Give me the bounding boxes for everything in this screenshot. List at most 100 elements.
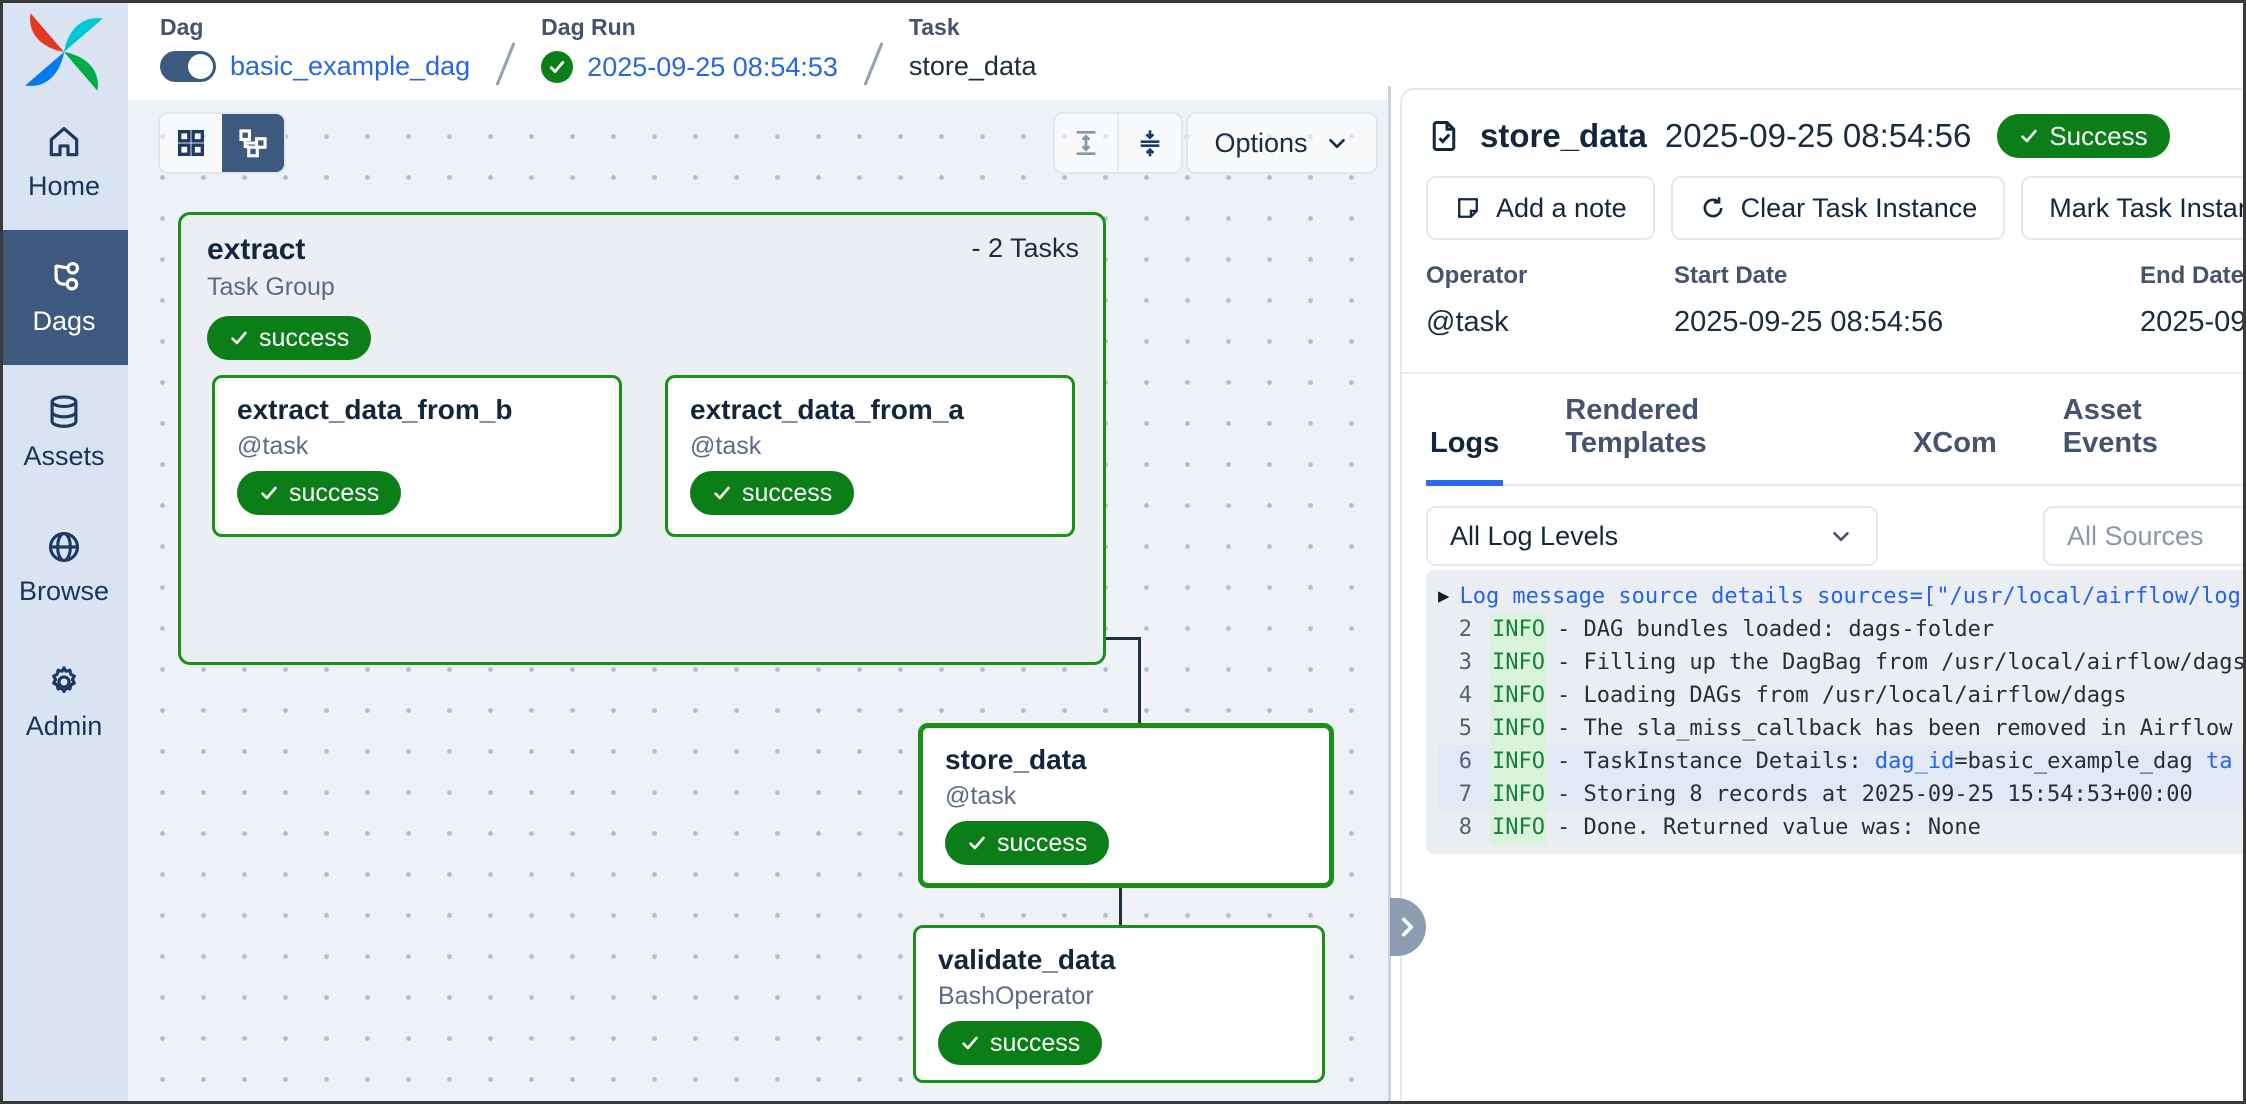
breadcrumb-dag-run: Dag Run 2025-09-25 08:54:53 [541,14,838,100]
meta-tabs-divider [1402,372,2246,374]
log-line: 3 INFO - Filling up the DagBag from /usr… [1438,646,2246,679]
dag-run-link[interactable]: 2025-09-25 08:54:53 [587,51,838,82]
tool-separator [1117,114,1119,172]
log-message: - Filling up the DagBag from /usr/local/… [1556,650,2246,675]
end-date-label: End Date [2140,262,2245,289]
add-note-button[interactable]: Add a note [1426,176,1655,240]
sidebar-item-admin[interactable]: Admin [0,635,128,770]
mark-task-instance-button[interactable]: Mark Task Instanc [2021,176,2246,240]
log-line-number: 4 [1458,683,1472,708]
refresh-icon [1703,197,1723,218]
task-meta: Operator @task Start Date 2025-09-25 08:… [1426,262,2246,339]
tab-xcom[interactable]: XCom [1912,427,1997,459]
breadcrumb-task: Task store_data [909,14,1037,100]
success-badge: Success [1997,114,2170,158]
end-date-value: 2025-09 [2140,306,2246,338]
airflow-logo-icon[interactable] [20,8,108,96]
log-filters: All Log Levels All Sources [1426,506,2246,566]
task-operator: BashOperator [938,982,1094,1010]
task-actions: Add a note Clear Task Instance Mark Task… [1426,176,2246,240]
log-message: - Storing 8 records at 2025-09-25 15:54:… [1556,782,2193,807]
chevron-right-icon [1401,917,1414,937]
log-line-number: 8 [1458,815,1472,840]
sidebar-item-assets[interactable]: Assets [0,365,128,500]
dag-run-label: Dag Run [541,14,636,40]
edge-into-store-data [1138,637,1141,725]
log-level-select[interactable]: All Log Levels [1426,506,1878,566]
collapse-vertical-button[interactable] [1119,114,1181,172]
task-group-subtitle: Task Group [207,273,335,301]
grid-view-button[interactable] [160,114,222,172]
graph-view-button[interactable] [222,114,284,172]
sidebar-item-label: Browse [18,576,110,606]
expand-triangle-icon: ▶ [1438,585,1450,607]
admin-icon [45,663,83,701]
task-node-extract-data-from-b[interactable]: extract_data_from_b @task success [212,375,622,537]
tab-logs[interactable]: Logs [1426,396,1504,486]
status-badge: success [945,821,1110,865]
tab-asset-events[interactable]: Asset Events [2062,394,2158,459]
log-source-select[interactable]: All Sources [2043,506,2246,566]
task-operator: @task [237,432,309,460]
edge-store-to-validate [1119,886,1122,928]
start-date-value: 2025-09-25 08:54:56 [1674,306,1944,338]
expand-vertical-button[interactable] [1055,114,1117,172]
task-node-extract-data-from-a[interactable]: extract_data_from_a @task success [665,375,1075,537]
sidebar-nav: Home Dags Assets Browse Admin [0,95,128,770]
run-success-check-icon [541,51,574,83]
dag-graph-canvas[interactable]: Options extract - 2 Tasks Task Group suc… [128,100,1388,1104]
sidebar: Home Dags Assets Browse Admin [0,0,128,1104]
status-badge: success [237,471,402,515]
clear-task-instance-button[interactable]: Clear Task Instance [1670,176,2006,240]
log-level-tag: INFO [1490,646,1547,679]
layout-tools [1053,112,1183,174]
task-title: validate_data [938,944,1116,975]
log-output: ▶ Log message source details sources=["/… [1426,570,2246,854]
task-title: extract_data_from_b [237,394,513,425]
task-title: store_data [945,744,1087,775]
task-node-validate-data[interactable]: validate_data BashOperator success [913,925,1325,1083]
check-icon [969,836,985,850]
log-summary-row[interactable]: ▶ Log message source details sources=["/… [1438,580,2246,613]
task-group-collapse-count[interactable]: - 2 Tasks [971,233,1079,263]
log-message: - DAG bundles loaded: dags-folder [1556,617,1995,642]
check-icon [231,331,247,345]
sidebar-item-dags[interactable]: Dags [0,230,128,365]
breadcrumb-dag: Dag basic_example_dag [160,14,470,100]
dag-name-link[interactable]: basic_example_dag [230,51,471,81]
log-summary-text: Log message source details sources=["/us… [1459,584,2246,609]
operator-label: Operator [1426,262,1528,289]
assets-icon [45,393,83,431]
sidebar-item-browse[interactable]: Browse [0,500,128,635]
sidebar-item-label: Home [27,171,101,201]
log-line-number: 7 [1458,782,1472,807]
log-level-tag: INFO [1490,679,1547,712]
log-line: 7 INFO - Storing 8 records at 2025-09-25… [1438,778,2246,811]
check-icon [261,486,277,500]
check-icon [714,486,730,500]
options-dropdown-button[interactable]: Options [1186,112,1378,174]
task-header: store_data 2025-09-25 08:54:56 Success [1426,114,2170,158]
task-group-title: extract [207,233,306,266]
status-badge: success [938,1021,1103,1065]
log-level-tag: INFO [1490,811,1547,844]
task-operator: @task [690,432,762,460]
log-level-tag: INFO [1490,613,1547,646]
sidebar-item-label: Admin [25,711,103,741]
log-line-number: 6 [1458,749,1472,774]
log-line: 6 INFO - TaskInstance Details: dag_id=ba… [1438,745,2246,778]
tab-rendered-templates[interactable]: Rendered Templates [1565,394,1707,459]
sidebar-item-home[interactable]: Home [0,95,128,230]
task-details-panel: store_data 2025-09-25 08:54:56 Success A… [1392,0,2246,1104]
note-icon [1458,198,1478,218]
task-details-card: store_data 2025-09-25 08:54:56 Success A… [1400,88,2246,1104]
log-line: 4 INFO - Loading DAGs from /usr/local/ai… [1438,679,2246,712]
log-line: 5 INFO - The sla_miss_callback has been … [1438,712,2246,745]
home-icon [45,123,83,161]
log-line: 2 INFO - DAG bundles loaded: dags-folder [1438,613,2246,646]
panel-resize-divider[interactable] [1388,86,1391,1104]
log-message: - TaskInstance Details: dag_id=basic_exa… [1556,749,2233,774]
task-node-store-data[interactable]: store_data @task success [918,723,1334,888]
dag-pause-toggle[interactable] [160,51,216,82]
